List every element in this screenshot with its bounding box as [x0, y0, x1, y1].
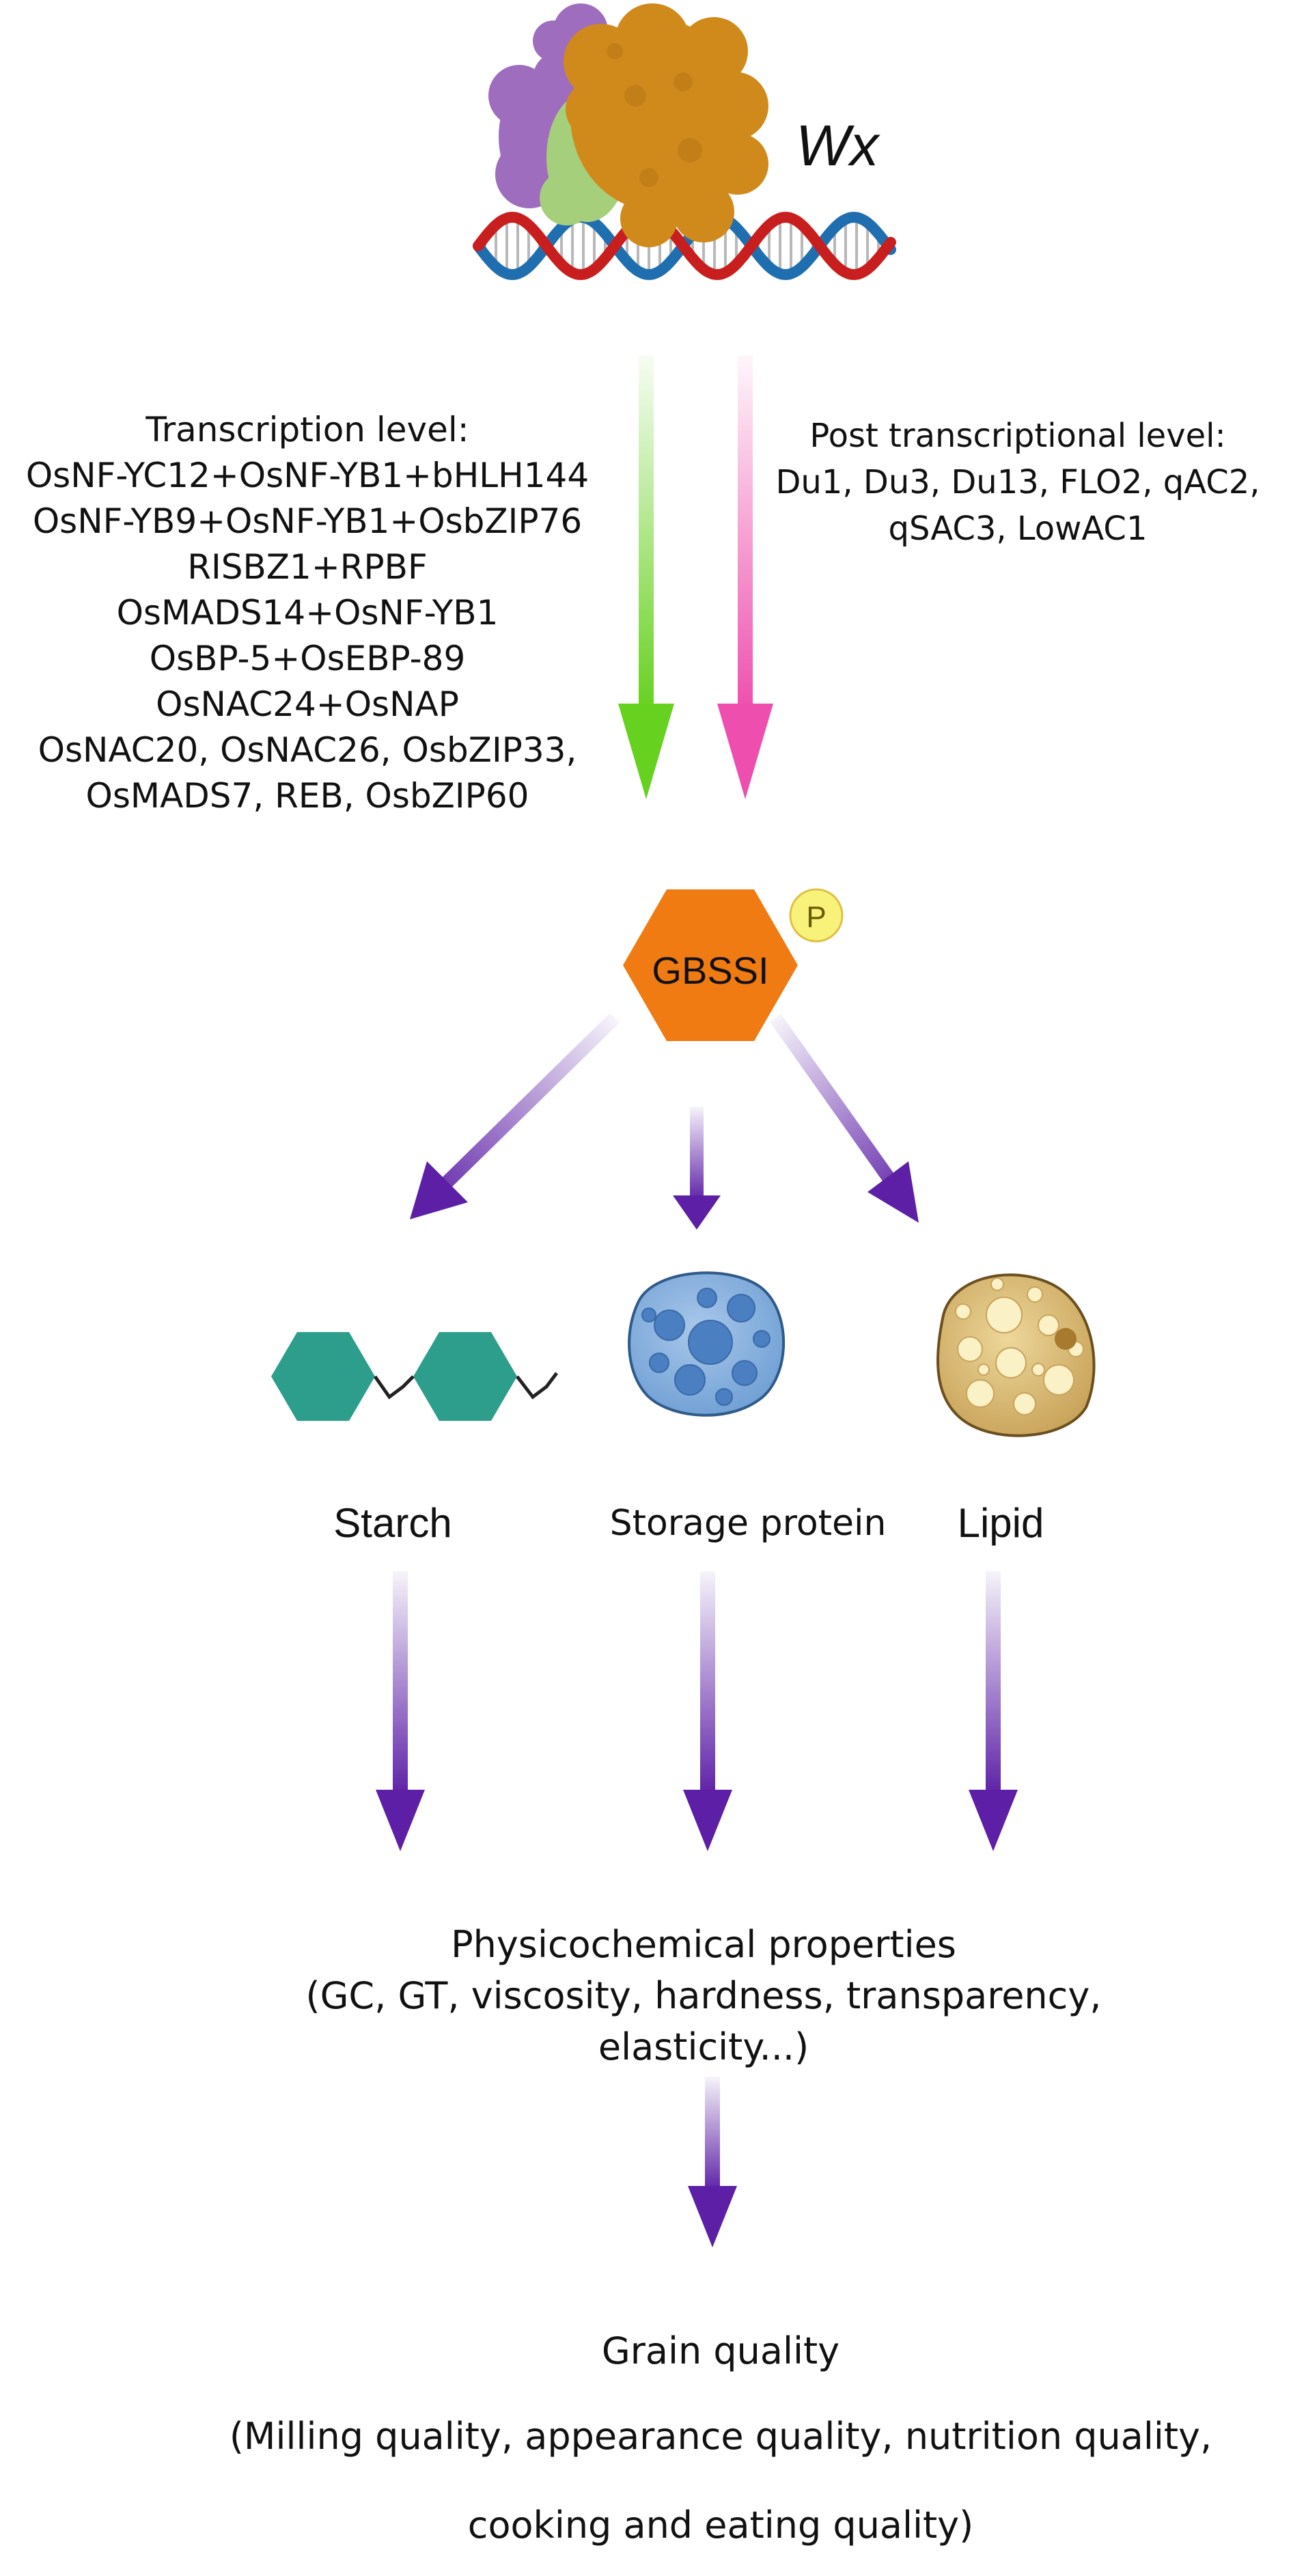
phosphate-badge-icon [789, 888, 844, 943]
grain-quality-title: Grain quality [601, 2329, 840, 2372]
storage-protein-label: Storage protein [609, 1503, 887, 1544]
transcription-line: OsMADS14+OsNF-YB1 [116, 593, 499, 633]
transcription-line: OsBP-5+OsEBP-89 [149, 639, 466, 678]
properties-title: Physicochemical properties [451, 1923, 956, 1966]
post-transcription-arrow [717, 355, 773, 799]
lipid-label: Lipid [957, 1500, 1044, 1546]
transcription-line: OsNAC20, OsNAC26, OsbZIP33, [38, 730, 577, 770]
gbssi-label: GBSSI [652, 949, 769, 992]
arrow-protein-to-properties [683, 1571, 732, 1851]
arrow-to-starch [410, 1012, 620, 1219]
transcription-complex-icon [488, 3, 768, 247]
properties-detail: elasticity...) [598, 2025, 809, 2068]
starch-label: Starch [333, 1500, 452, 1546]
post-transcription-heading: Post transcriptional level: [809, 417, 1226, 455]
phosphate-label: P [806, 900, 827, 934]
wx-gene-label: Wx [796, 113, 879, 178]
grain-quality-detail: (Milling quality, appearance quality, nu… [229, 2415, 1212, 2458]
arrow-to-storage-protein [673, 1107, 721, 1230]
transcription-arrow [618, 355, 674, 799]
transcription-line: OsNF-YC12+OsNF-YB1+bHLH144 [25, 456, 589, 495]
starch-chain-icon [271, 1332, 558, 1421]
transcription-line: OsNF-YB9+OsNF-YB1+OsbZIP76 [32, 501, 583, 541]
transcription-line: RISBZ1+RPBF [187, 547, 428, 587]
storage-protein-icon [628, 1271, 786, 1417]
post-transcription-line: Du1, Du3, Du13, FLO2, qAC2, [775, 463, 1260, 501]
lipid-droplet-icon [936, 1273, 1096, 1437]
arrow-properties-to-grain-quality [688, 2077, 737, 2247]
post-transcription-line: qSAC3, LowAC1 [888, 510, 1148, 548]
properties-detail: (GC, GT, viscosity, hardness, transparen… [305, 1974, 1102, 2017]
transcription-line: OsNAC24+OsNAP [156, 684, 459, 724]
transcription-heading: Transcription level: [145, 410, 469, 449]
transcription-line: OsMADS7, REB, OsbZIP60 [85, 776, 529, 816]
gbssi-hexagon-icon [623, 889, 798, 1041]
arrow-starch-to-properties [376, 1571, 425, 1851]
grain-quality-detail: cooking and eating quality) [467, 2504, 974, 2547]
arrow-lipid-to-properties [969, 1571, 1018, 1851]
arrow-to-lipid [769, 1014, 919, 1223]
